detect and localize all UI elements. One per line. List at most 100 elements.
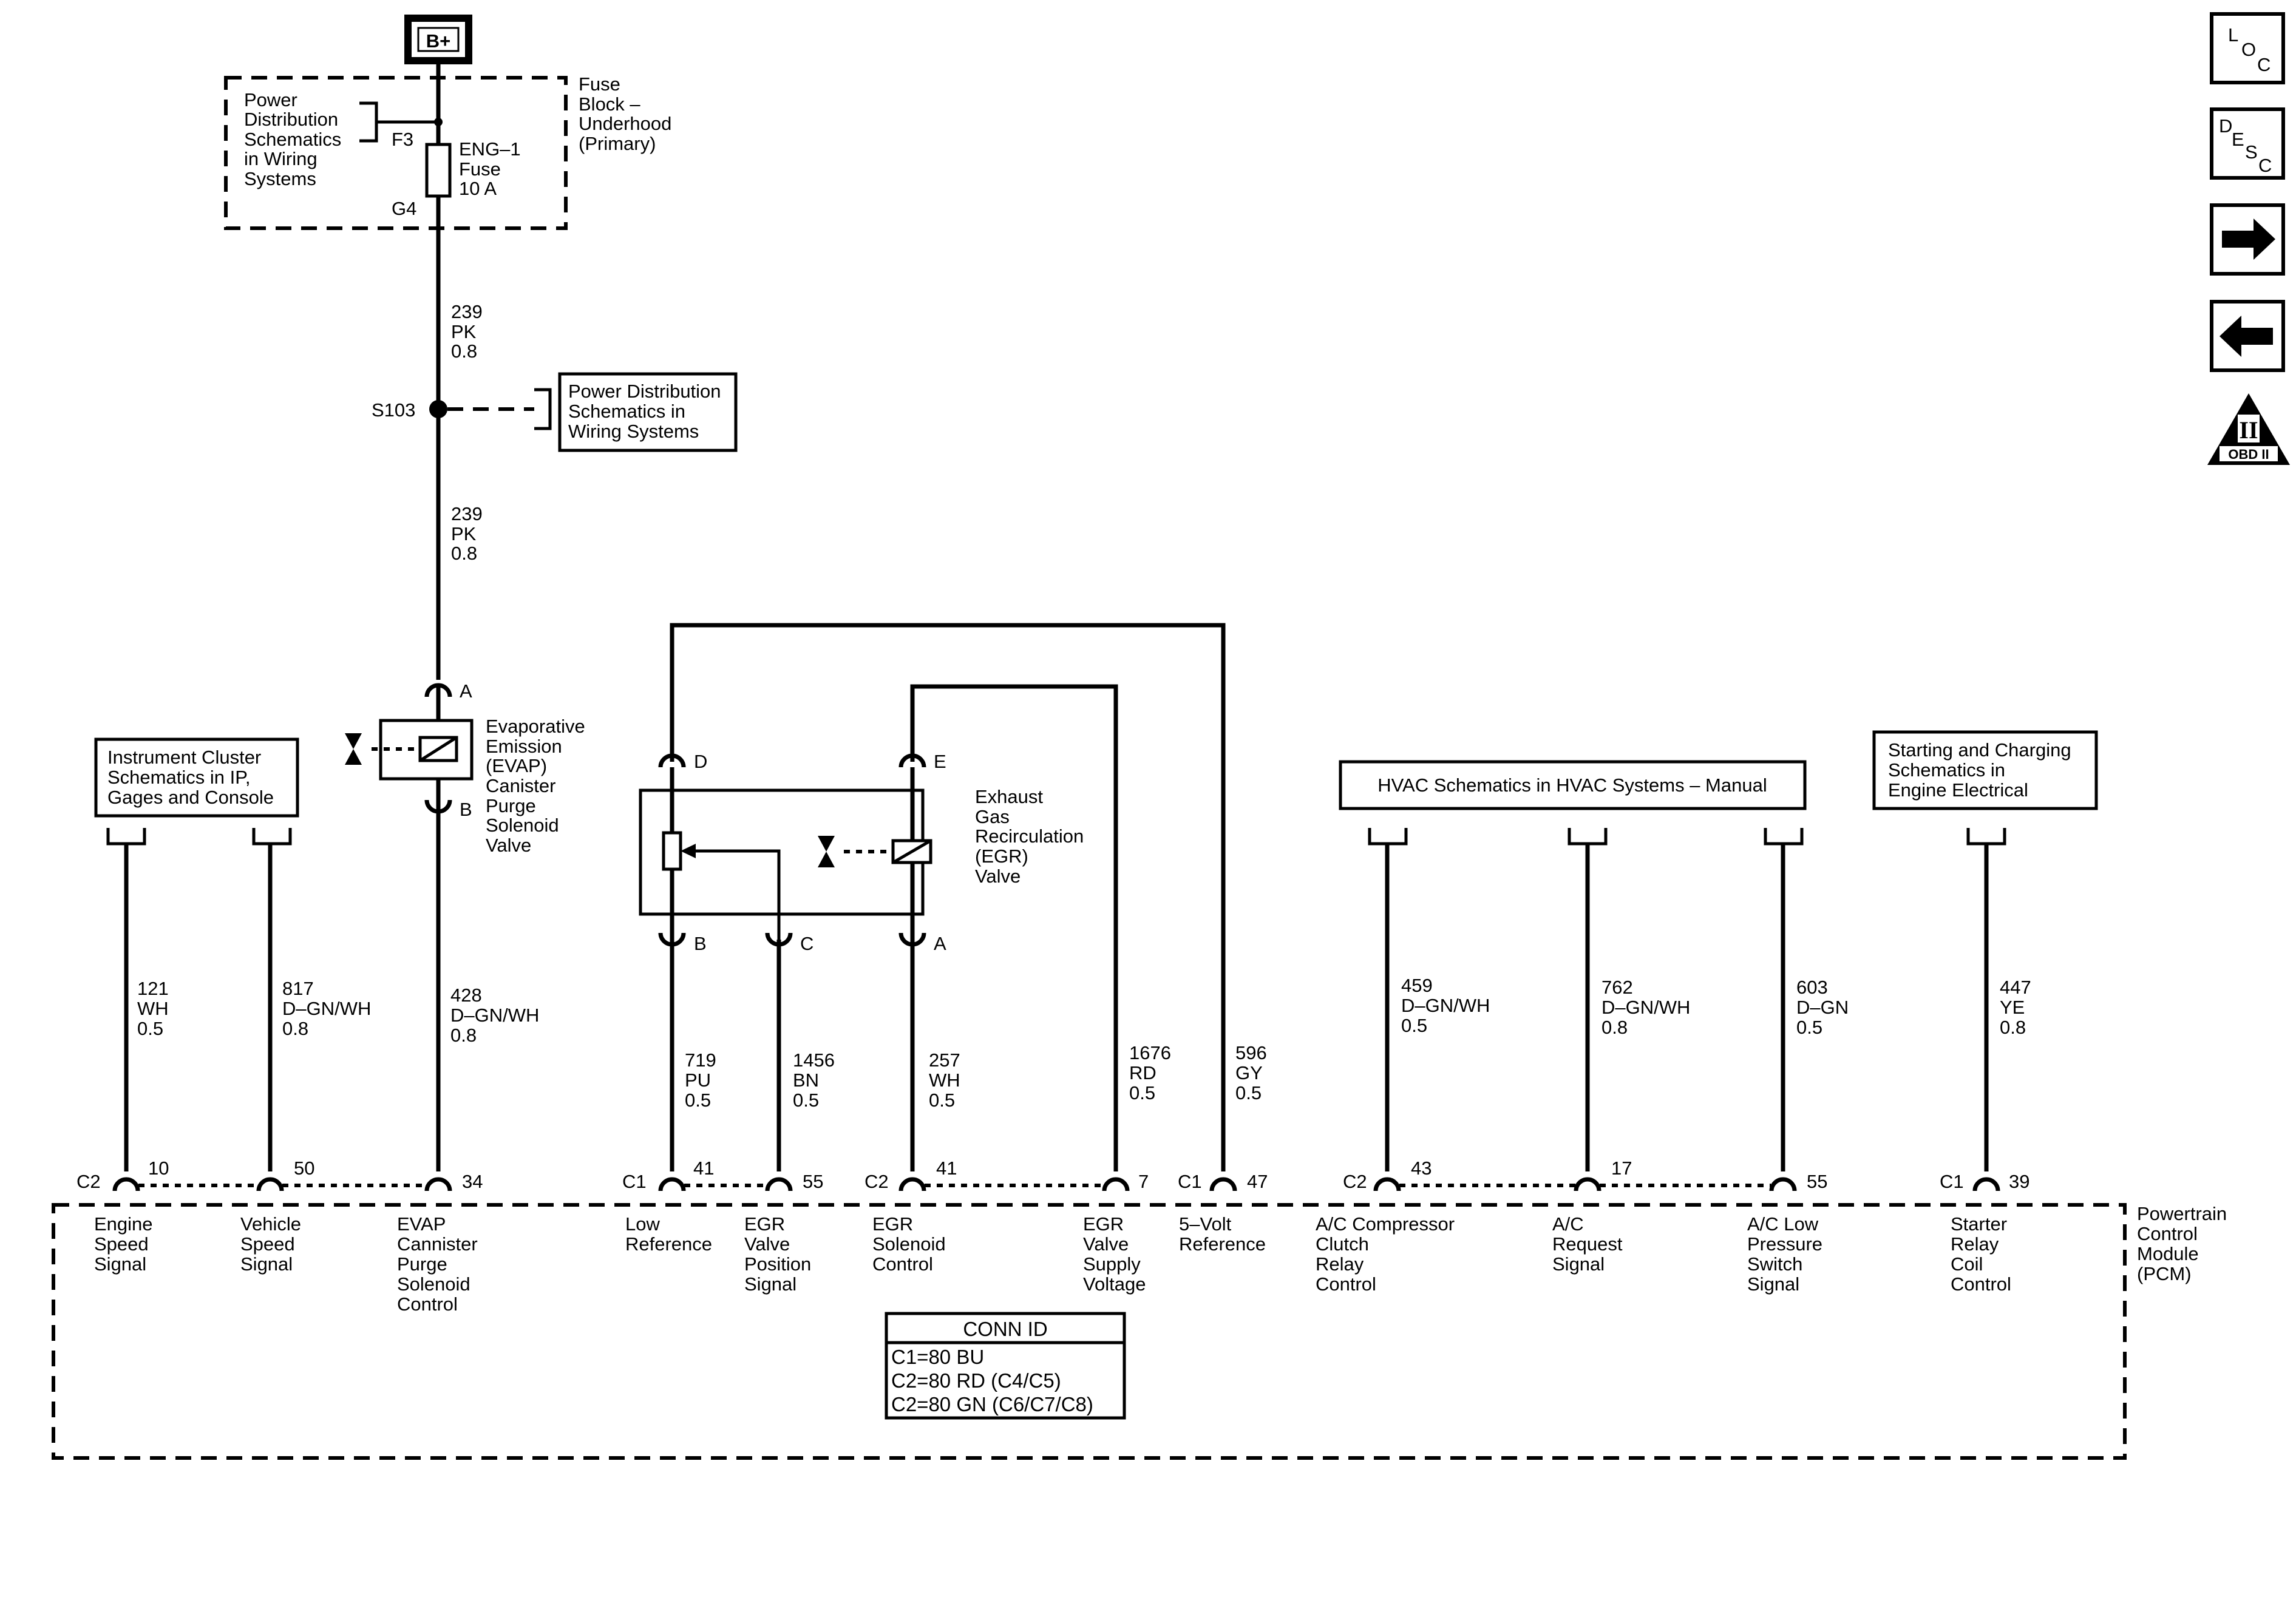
egr-valve: D E B C A Exhaust Gas Recirculation (EGR… [639,751,1084,954]
pcm-signal-vehicle-speed: Vehicle Speed Signal [240,1213,301,1275]
svg-text:Fuse: Fuse [459,158,501,180]
svg-text:(EGR): (EGR) [975,846,1028,867]
svg-text:55: 55 [1807,1171,1827,1192]
svg-text:OBD II: OBD II [2228,447,2269,462]
svg-text:Fuse: Fuse [579,73,620,95]
svg-text:II: II [2239,416,2258,444]
splice-power-distribution-reference[interactable]: Power Distribution Schematics in Wiring … [558,372,738,452]
svg-text:Power Distribution: Power Distribution [568,381,721,402]
svg-text:Signal: Signal [744,1273,796,1295]
pcm-signal-egr-solenoid: EGR Solenoid Control [872,1213,946,1275]
svg-text:Relay: Relay [1316,1253,1364,1275]
svg-text:O: O [2241,39,2256,60]
svg-text:C: C [2257,54,2271,75]
svg-text:Starter: Starter [1951,1213,2007,1235]
svg-text:Valve: Valve [744,1233,790,1255]
svg-text:Solenoid: Solenoid [872,1233,946,1255]
svg-text:Speed: Speed [94,1233,149,1255]
svg-text:10 A: 10 A [459,178,497,199]
svg-text:Valve: Valve [1083,1233,1129,1255]
svg-text:428: 428 [450,985,482,1006]
powertrain-control-module: Powertrain Control Module (PCM) [52,1203,2227,1460]
svg-text:Engine Electrical: Engine Electrical [1888,779,2028,801]
starting-charging-reference[interactable]: Starting and Charging Schematics in Engi… [1872,730,2098,810]
svg-text:Control: Control [2137,1223,2198,1244]
description-button[interactable]: D E S C [2210,107,2285,180]
svg-text:D–GN/WH: D–GN/WH [282,998,371,1019]
evap-pin-a: A [460,680,472,702]
power-distribution-reference[interactable]: Power Distribution Schematics in Wiring … [244,89,341,189]
svg-text:762: 762 [1601,977,1633,998]
svg-text:0.8: 0.8 [1601,1017,1628,1038]
wire-719-label: 719 PU 0.5 [685,1049,716,1111]
svg-text:43: 43 [1411,1158,1432,1179]
wire-1676-label: 1676 RD 0.5 [1129,1042,1171,1103]
pcm-pin-numbers: 10 50 34 41 55 41 7 47 43 17 55 39 [148,1158,2029,1192]
pcm-signal-low-reference: Low Reference [625,1213,712,1255]
wire-121-label: 121 WH 0.5 [137,978,169,1039]
hvac-reference[interactable]: HVAC Schematics in HVAC Systems – Manual [1339,760,1807,810]
svg-text:PK: PK [451,523,477,544]
svg-text:Signal: Signal [1552,1253,1605,1275]
svg-text:EVAP: EVAP [397,1213,446,1235]
wire-257-label: 257 WH 0.5 [929,1049,960,1111]
wire-447-label: 447 YE 0.8 [2000,977,2031,1038]
svg-text:459: 459 [1401,975,1433,996]
svg-text:41: 41 [693,1158,714,1179]
pcm-pin-cups [112,1177,2000,1192]
svg-text:Distribution: Distribution [244,109,338,130]
svg-text:Supply: Supply [1083,1253,1141,1275]
pin-f3: F3 [392,129,413,150]
svg-text:817: 817 [282,978,314,999]
svg-text:Schematics in IP,: Schematics in IP, [107,767,250,788]
next-button[interactable] [2210,203,2285,276]
svg-text:EGR: EGR [872,1213,913,1235]
svg-text:Pressure: Pressure [1747,1233,1822,1255]
svg-text:Speed: Speed [240,1233,295,1255]
svg-text:0.5: 0.5 [1796,1017,1822,1038]
svg-text:0.5: 0.5 [137,1018,163,1039]
svg-text:55: 55 [803,1171,823,1192]
pcm-signal-5v-reference: 5–Volt Reference [1179,1213,1266,1255]
pcm-signal-evap-purge: EVAP Cannister Purge Solenoid Control [397,1213,478,1315]
svg-text:WH: WH [137,998,169,1019]
svg-text:in Wiring: in Wiring [244,148,318,169]
pcm-connector-labels: C2 C1 C2 C1 C2 C1 [76,1171,1964,1192]
wire-239-upper-label: 239 PK 0.8 [451,301,483,362]
previous-button[interactable] [2210,300,2285,372]
svg-text:Control: Control [397,1293,458,1315]
svg-text:0.5: 0.5 [1235,1082,1262,1103]
svg-text:GY: GY [1235,1062,1263,1083]
svg-text:Schematics in: Schematics in [568,401,685,422]
svg-text:Emission: Emission [486,736,562,757]
pcm-signal-egr-supply: EGR Valve Supply Voltage [1083,1213,1146,1295]
location-button[interactable]: L O C [2210,12,2285,84]
fuse-icon [425,143,452,198]
svg-text:(PCM): (PCM) [2137,1263,2192,1284]
obd-ii-button[interactable]: II OBD II [2207,393,2290,465]
svg-text:239: 239 [451,301,483,322]
connector-c2: C2 [864,1171,889,1192]
pcm-signal-ac-compressor: A/C Compressor Clutch Relay Control [1316,1213,1455,1295]
svg-text:50: 50 [294,1158,314,1179]
fuse-block-underhood: Fuse Block – Underhood (Primary) Power D… [224,73,671,230]
egr-valve-symbol-icon [818,836,835,867]
svg-text:257: 257 [929,1049,960,1071]
pcm-signal-ac-request: A/C Request Signal [1552,1213,1623,1275]
evap-pin-b: B [460,799,472,820]
svg-text:D–GN/WH: D–GN/WH [1601,997,1690,1018]
battery-label: B+ [426,30,451,52]
svg-text:Solenoid: Solenoid [486,815,559,836]
svg-text:Valve: Valve [486,835,531,856]
wire-239-lower-label: 239 PK 0.8 [451,503,483,564]
svg-text:PU: PU [685,1070,711,1091]
svg-text:Reference: Reference [625,1233,712,1255]
wire-1456-label: 1456 BN 0.5 [793,1049,835,1111]
instrument-cluster-reference[interactable]: Instrument Cluster Schematics in IP, Gag… [94,737,299,818]
svg-text:BN: BN [793,1070,819,1091]
egr-pin-c: C [800,933,813,954]
battery-terminal: B+ [404,15,472,64]
wiper-arrow-icon [681,844,696,858]
svg-text:719: 719 [685,1049,716,1071]
